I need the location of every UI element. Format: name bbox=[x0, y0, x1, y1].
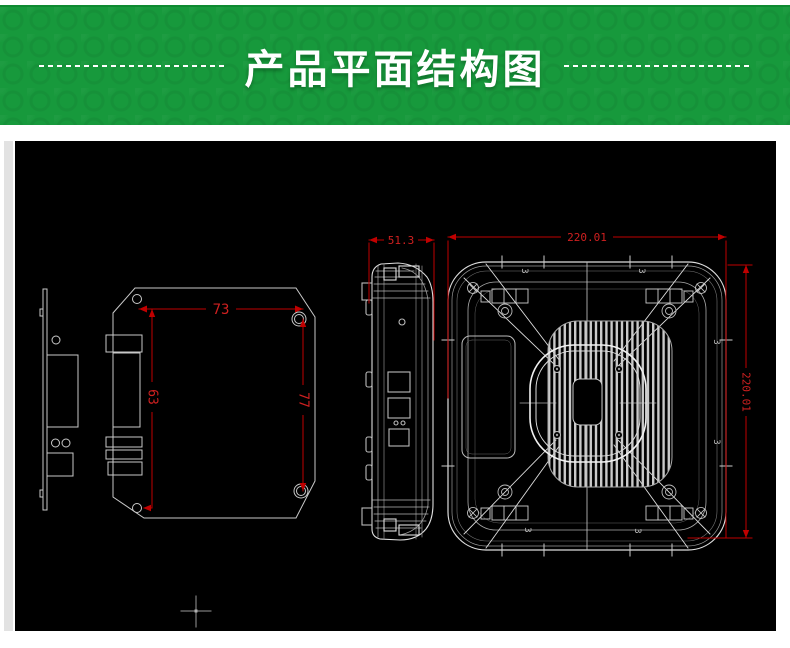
cad-drawing: 73 63 77 bbox=[39, 230, 753, 628]
section-banner: 产品平面结构图 bbox=[0, 5, 790, 125]
rib-label: 3 bbox=[519, 268, 529, 273]
cad-drawing-panel: 73 63 77 bbox=[15, 141, 776, 631]
dim-label-panel-height: 220.01 bbox=[740, 372, 753, 412]
knockout-tabs bbox=[480, 288, 694, 521]
top-margin bbox=[0, 0, 790, 5]
view-mounting-plate bbox=[112, 287, 316, 519]
dim-label-plate-height-right: 77 bbox=[296, 392, 311, 408]
dim-label-panel-width: 220.01 bbox=[567, 231, 607, 244]
decor-dash-left bbox=[38, 65, 227, 67]
dimension-plate: 73 63 77 bbox=[138, 301, 311, 512]
view-clip-stack bbox=[105, 334, 143, 476]
section-title: 产品平面结构图 bbox=[244, 48, 546, 92]
decor-dash-right bbox=[563, 65, 752, 67]
origin-crosshair bbox=[180, 595, 212, 628]
view-side-profile bbox=[361, 262, 434, 541]
view-bottom-plan: 3 3 3 3 3 3 bbox=[441, 255, 733, 557]
dimension-side-depth: 51.3 bbox=[368, 233, 435, 341]
dim-label-plate-width: 73 bbox=[213, 302, 230, 318]
left-shadow-strip bbox=[4, 141, 13, 631]
rib-label: 3 bbox=[636, 268, 646, 273]
dim-label-side-depth: 51.3 bbox=[388, 234, 415, 247]
rib-label: 3 bbox=[632, 528, 642, 533]
rib-label: 3 bbox=[711, 439, 721, 444]
corner-screws bbox=[467, 282, 707, 519]
view-bracket-side bbox=[39, 288, 79, 511]
rib-label: 3 bbox=[711, 339, 721, 344]
screw-bosses bbox=[497, 303, 677, 500]
center-screws bbox=[553, 365, 623, 439]
dim-label-plate-height-left: 63 bbox=[145, 389, 160, 405]
rib-label: 3 bbox=[522, 527, 532, 532]
dimension-panel: 220.01 220.01 bbox=[447, 230, 753, 539]
